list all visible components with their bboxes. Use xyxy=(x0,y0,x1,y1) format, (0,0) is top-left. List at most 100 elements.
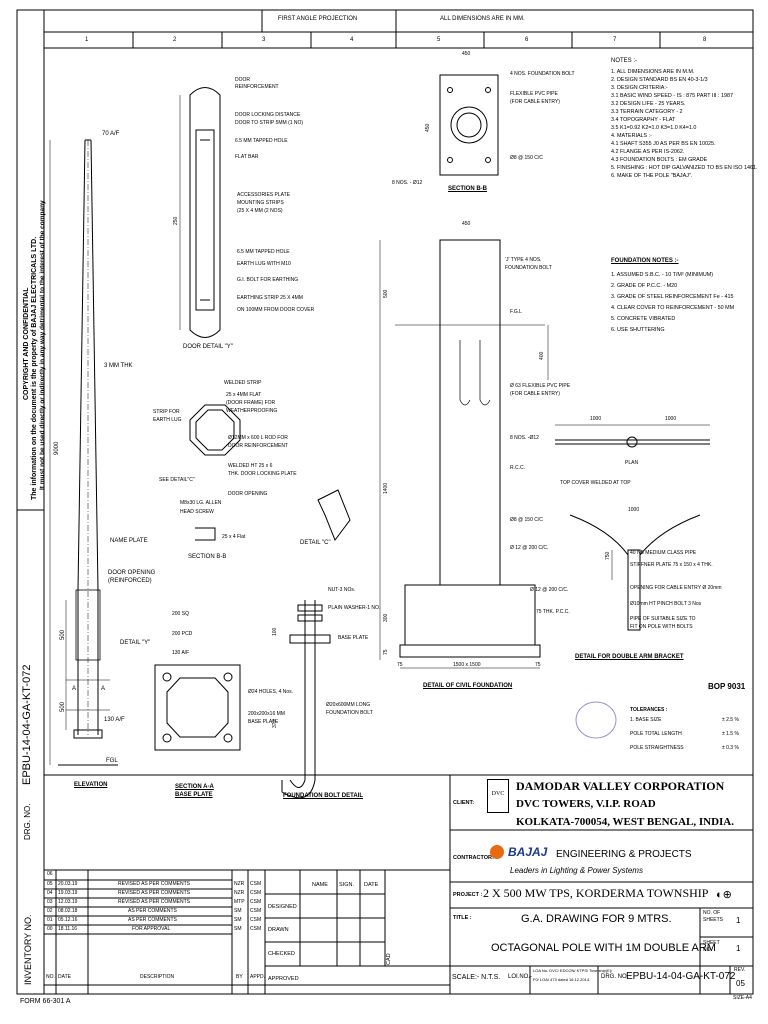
fb-bolt-1: Ø20x600MM LONG xyxy=(326,702,371,708)
contractor-name: ENGINEERING & PROJECTS xyxy=(556,849,692,860)
side-drawing-no: EPBU-14-04-GA-KT-072 xyxy=(21,664,33,785)
foundation-note-line: 4. CLEAR COVER TO REINFORCEMENT - 50 MM xyxy=(611,305,735,311)
bajaj-logo-icon xyxy=(490,845,504,859)
revision-row: 03 xyxy=(47,899,53,905)
client-label: CLIENT: xyxy=(453,800,475,806)
side-drg-no: DRG. NO. xyxy=(23,803,32,840)
loi-line-2: F0/ LOA/ 473 dated 16.12.2014. xyxy=(533,977,591,982)
note-line: 1. ALL DIMENSIONS ARE IN M.M. xyxy=(611,69,695,75)
rev-header-by: BY xyxy=(236,974,243,980)
dd-acc-2: MOUNTING STRIPS xyxy=(237,200,284,206)
revision-appd: CSM xyxy=(250,890,262,896)
tolerance-value: ± 2.5 % xyxy=(722,717,739,723)
elevation-thk: 3 MM THK xyxy=(104,363,133,369)
cf-500: 500 xyxy=(383,289,389,298)
foundation-note-line: 3. GRADE OF STEEL REINFORCEMENT Fe - 415 xyxy=(611,294,734,300)
note-line: 5. FINISHING : HOT DIP GALVANIZED TO BS … xyxy=(611,165,758,171)
revision-by: SM xyxy=(234,908,242,914)
saa-bp-2: BASE PLATE xyxy=(248,719,279,725)
notes-list: 1. ALL DIMENSIONS ARE IN M.M. 2. DESIGN … xyxy=(611,68,758,180)
client-address-2: KOLKATA-700054, WEST BENGAL, INDIA. xyxy=(516,816,735,828)
revision-row: 06 xyxy=(47,871,53,877)
revision-by: SM xyxy=(234,917,242,923)
column-5: 5 xyxy=(437,37,441,43)
elevation-dim-500b: 500 xyxy=(60,701,66,712)
fb-bolt-2: FOUNDATION BOLT xyxy=(326,710,373,716)
sbb-ht-2: THK. DOOR LOCKING PLATE xyxy=(228,471,297,477)
br-1000c: 1000 xyxy=(628,507,640,513)
designed-label: DESIGNED xyxy=(268,904,297,910)
tolerance-key: POLE STRAIGHTNESS xyxy=(630,745,684,751)
foundation-note-line: 5. CONCRETE VIBRATED xyxy=(611,316,676,322)
dd-acc-1: ACCESSORIES PLATE xyxy=(237,192,290,198)
br-plan: PLAN xyxy=(625,460,639,466)
section-mark-a-right: A xyxy=(101,686,106,692)
foundation-note-line: 1. ASSUMED S.B.C. - 10 T/M² (MINIMUM) xyxy=(611,272,714,278)
date-header: DATE xyxy=(364,882,379,888)
sbb-welded: WELDED STRIP xyxy=(224,380,262,386)
no-of-sheets-label: NO. OF SHEETS xyxy=(703,910,724,923)
elevation-reinforced: (REINFORCED) xyxy=(108,578,152,584)
note-line: 3.4 TOPOGRAPHY - FLAT xyxy=(611,117,676,123)
copyright-title: COPYRIGHT AND CONFIDENTIAL xyxy=(23,287,30,400)
revision-date: 08.02.18 xyxy=(58,908,78,914)
dd-tapped-hole-2: 6.5 MM TAPPED HOLE xyxy=(237,249,290,255)
revision-date: 18.11.16 xyxy=(58,926,78,932)
cf-75: 75 xyxy=(383,649,389,655)
section-aa-label: SECTION A-A xyxy=(175,784,214,790)
dd-locking-2: DOOR TO STRIP 5MM (1 NO) xyxy=(235,120,304,126)
revision-date: 20.03.19 xyxy=(58,881,78,887)
rev-header-appd: APPD. xyxy=(250,974,266,980)
detail-c-label: DETAIL "C" xyxy=(300,540,331,546)
br-top-cover: TOP COVER WELDED AT TOP xyxy=(560,480,631,486)
elevation-detail-y: DETAIL "Y" xyxy=(120,640,151,646)
project-name: 2 X 500 MW TPS, KORDERMA TOWNSHIP xyxy=(483,886,709,900)
client-name: DAMODAR VALLEY CORPORATION xyxy=(516,779,725,793)
cf-pvc-2: (FOR CABLE ENTRY) xyxy=(510,391,560,397)
foundation-bolt-label: FOUNDATION BOLT DETAIL xyxy=(283,793,363,799)
note-line: 3.2 DESIGN LIFE - 25 YEARS. xyxy=(611,101,686,107)
section-mark-a-left: A xyxy=(72,686,77,692)
revision-by: SM xyxy=(234,926,242,932)
foundation-notes-list: 1. ASSUMED S.B.C. - 10 T/M² (MINIMUM) 2.… xyxy=(611,270,734,336)
sbb-allen-2: HEAD SCREW xyxy=(180,509,214,515)
cf-1500: 1500 x 1500 xyxy=(453,662,481,668)
section-bb-left-label: SECTION B-B xyxy=(188,554,227,560)
sbb-w3: (DOOR FRAME) FOR xyxy=(226,400,276,406)
sbbf-pvc-1: FLEXIBLE PVC PIPE xyxy=(510,91,558,97)
note-line: 4.3 FOUNDATION BOLTS : EM GRADE xyxy=(611,157,708,163)
note-line: 6. MAKE OF THE POLE "BAJAJ". xyxy=(611,173,693,179)
sbb-rod-1: Ø12MM x 600 L ROD FOR xyxy=(228,435,288,441)
elevation-door-opening: DOOR OPENING xyxy=(108,570,156,576)
side-inventory-no: INVENTORY NO. xyxy=(23,914,33,985)
revision-by: MTP xyxy=(234,899,245,905)
fb-base-plate: BASE PLATE xyxy=(338,635,369,641)
civil-foundation-label: DETAIL OF CIVIL FOUNDATION xyxy=(423,683,513,689)
projection-symbol-icon: ◐⊕ xyxy=(716,889,732,901)
dd-tapped-hole: 6.5 MM TAPPED HOLE xyxy=(235,138,288,144)
foundation-note-line: 2. GRADE OF P.C.C. - M20 xyxy=(611,283,678,289)
dd-earth-1: EARTH LUG WITH M10 xyxy=(237,261,291,267)
bajaj-name: BAJAJ xyxy=(508,845,548,859)
base-plate-label: BASE PLATE xyxy=(175,792,213,798)
br-1000b: 1000 xyxy=(665,416,677,422)
cad-label: CAD xyxy=(386,953,392,965)
dd-earth-2: G.I. BOLT FOR EARTHING xyxy=(237,277,299,283)
copyright-line-2: The information on the document is the p… xyxy=(31,236,38,500)
cf-ring: Ø8 @ 150 C/C xyxy=(510,517,543,523)
cf-300: 300 xyxy=(383,613,389,622)
column-7: 7 xyxy=(613,37,617,43)
drg-no: EPBU-14-04-GA-KT-072 xyxy=(626,971,736,982)
cf-nos: 8 NOS. -Ø12 xyxy=(510,435,539,441)
revision-date: 19.03.19 xyxy=(58,890,78,896)
revision-row: 00 xyxy=(47,926,53,932)
rev-header-date: DATE xyxy=(58,974,71,980)
elevation-label: ELEVATION xyxy=(74,782,108,788)
dd-earth-4: ON 100MM FROM DOOR COVER xyxy=(237,307,315,313)
tolerance-key: POLE TOTAL LENGTH xyxy=(630,731,682,737)
rev-number: 05 xyxy=(736,979,745,988)
br-stiff: STIFFNER PLATE 75 x 150 x 4 THK. xyxy=(630,562,713,568)
column-6: 6 xyxy=(525,37,529,43)
sbb-w2: 25 x 4MM FLAT xyxy=(226,392,262,398)
loi-line-1: LOA No. DVC/ EDCON/ KTPS/ Township(E)/ xyxy=(533,968,613,973)
